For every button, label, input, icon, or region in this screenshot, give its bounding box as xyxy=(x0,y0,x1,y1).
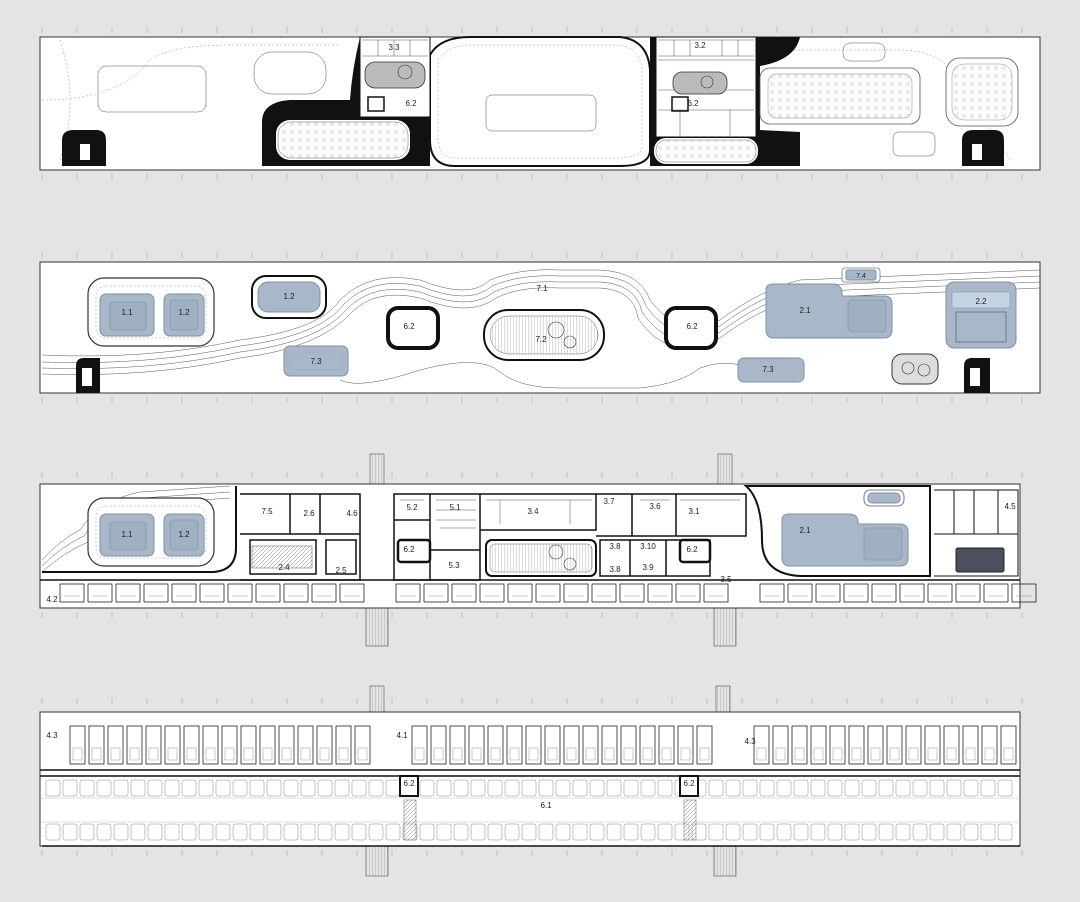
first-label-13: 2.5 xyxy=(335,566,347,575)
first-floor-plan xyxy=(39,453,1037,647)
first-label-2: 7.5 xyxy=(261,507,273,516)
roof-label-1: 6.2 xyxy=(405,99,417,108)
first-label-15: 5.3 xyxy=(448,561,460,570)
base-label-5: 6.1 xyxy=(540,801,552,810)
base-label-3: 6.2 xyxy=(403,779,415,788)
first-label-14: 6.2 xyxy=(403,545,415,554)
unit-row xyxy=(59,583,1037,603)
first-label-4: 4.6 xyxy=(346,509,358,518)
first-label-21: 2.1 xyxy=(799,526,811,535)
first-label-23: 3.5 xyxy=(720,575,732,584)
base-label-1: 4.1 xyxy=(396,731,408,740)
first-label-11: 4.5 xyxy=(1004,502,1016,511)
roof-plan xyxy=(39,27,1041,180)
ground-label-4: 7.4 xyxy=(856,273,866,280)
ground-label-9: 2.2 xyxy=(975,297,987,306)
ground-label-0: 1.1 xyxy=(121,308,133,317)
roof-label-2: 3.2 xyxy=(694,41,706,50)
first-label-16: 3.8 xyxy=(609,542,621,551)
parking-bays xyxy=(45,779,1013,841)
ground-plan xyxy=(39,252,1041,403)
ground-label-1: 1.2 xyxy=(178,308,190,317)
ground-label-6: 7.2 xyxy=(535,335,547,344)
base-label-0: 4.3 xyxy=(46,731,58,740)
first-label-19: 3.9 xyxy=(642,563,654,572)
grid-ticks xyxy=(41,472,1023,618)
first-label-3: 2.6 xyxy=(303,509,315,518)
first-label-8: 3.7 xyxy=(603,497,615,506)
first-label-10: 3.1 xyxy=(688,507,700,516)
roof-label-3: 6.2 xyxy=(687,99,699,108)
first-label-12: 2.4 xyxy=(278,563,290,572)
grid-ticks xyxy=(41,698,1023,856)
base-label-4: 6.2 xyxy=(683,779,695,788)
grid-ticks xyxy=(41,27,1023,180)
basement-plan xyxy=(39,685,1023,877)
ground-label-5: 6.2 xyxy=(403,322,415,331)
first-label-9: 3.6 xyxy=(649,502,661,511)
first-label-17: 3.10 xyxy=(640,542,656,551)
first-label-22: 4.2 xyxy=(46,595,58,604)
first-label-6: 5.1 xyxy=(449,503,461,512)
ground-label-8: 2.1 xyxy=(799,306,811,315)
first-label-18: 3.8 xyxy=(609,565,621,574)
ground-label-10: 7.3 xyxy=(310,357,322,366)
first-label-20: 6.2 xyxy=(686,545,698,554)
ground-label-2: 1.2 xyxy=(283,292,295,301)
first-label-7: 3.4 xyxy=(527,507,539,516)
unit-row xyxy=(69,725,1017,765)
ground-label-3: 7.1 xyxy=(536,284,548,293)
grid-ticks xyxy=(41,252,1023,403)
roof-label-0: 3.3 xyxy=(388,43,400,52)
first-label-0: 1.1 xyxy=(121,530,133,539)
ground-label-11: 7.3 xyxy=(762,365,774,374)
ground-label-7: 6.2 xyxy=(686,322,698,331)
first-label-1: 1.2 xyxy=(178,530,190,539)
first-label-5: 5.2 xyxy=(406,503,418,512)
base-label-2: 4.3 xyxy=(744,737,756,746)
